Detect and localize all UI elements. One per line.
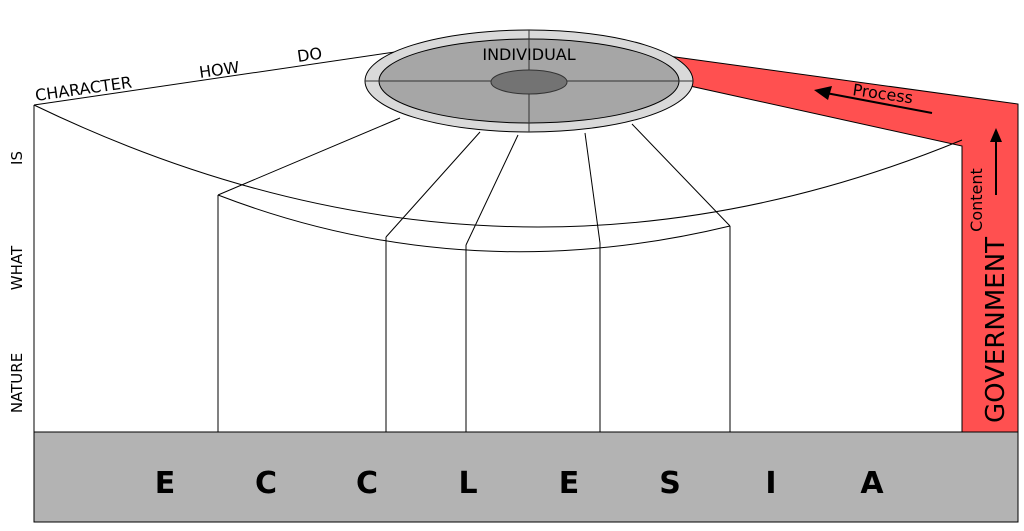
process-arrow (814, 86, 933, 114)
label-character: CHARACTER (34, 73, 133, 105)
disk-core (490, 69, 568, 95)
individual-disk (364, 29, 694, 133)
ecclesia-letter: L (458, 466, 477, 501)
inner-arc (217, 194, 731, 253)
ecclesia-letter: C (255, 466, 277, 501)
ecclesia-letter: E (155, 466, 176, 501)
outer-arc (33, 104, 963, 228)
label-do: DO (296, 44, 323, 66)
label-is: IS (8, 151, 26, 165)
top-edge-line (33, 51, 396, 106)
spoke-4 (584, 132, 601, 244)
ecclesia-letter: C (356, 466, 378, 501)
process-band (666, 55, 1019, 433)
spoke-1 (217, 117, 401, 196)
ecclesia-letter: S (659, 466, 681, 501)
label-how: HOW (198, 57, 241, 81)
label-individual: INDIVIDUAL (482, 45, 575, 64)
ecclesia-letter: E (559, 466, 580, 501)
label-government: GOVERNMENT (981, 237, 1011, 423)
content-arrow (990, 128, 1002, 195)
ecclesia-letter: A (860, 466, 884, 501)
spoke-2 (385, 131, 481, 238)
ecclesia-letter: I (765, 466, 776, 501)
label-what: WHAT (8, 245, 26, 290)
label-content: Content (967, 168, 986, 232)
spoke-3 (465, 134, 519, 246)
ecclesia-base (33, 431, 1019, 523)
spoke-5 (631, 123, 731, 227)
label-nature: NATURE (8, 353, 26, 413)
